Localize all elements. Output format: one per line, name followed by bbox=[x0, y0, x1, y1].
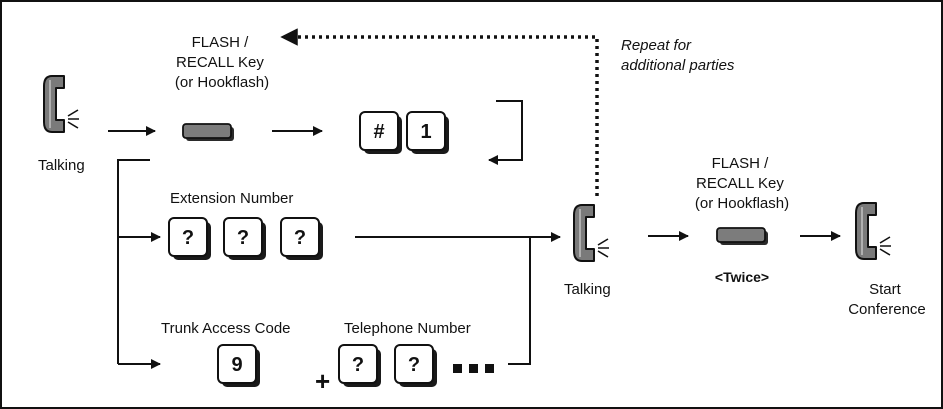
plus-sign: + bbox=[315, 366, 330, 396]
hash-key: # bbox=[359, 111, 403, 155]
telephone-key: ? bbox=[338, 344, 382, 388]
flash-button-icon bbox=[716, 227, 769, 246]
svg-text:?: ? bbox=[182, 227, 194, 249]
repeat-note: Repeat for additional parties bbox=[621, 37, 735, 74]
extension-number-label: Extension Number bbox=[170, 190, 293, 207]
return-arrow-icon bbox=[488, 100, 523, 165]
flash-button-icon bbox=[182, 123, 235, 142]
extension-key: ? bbox=[280, 217, 324, 261]
svg-text:#: # bbox=[373, 121, 384, 143]
extension-key: ? bbox=[168, 217, 212, 261]
svg-text:?: ? bbox=[352, 354, 364, 376]
svg-text:9: 9 bbox=[231, 354, 242, 376]
talking-label-mid: Talking bbox=[564, 281, 611, 298]
svg-text:?: ? bbox=[294, 227, 306, 249]
talking-label-left: Talking bbox=[38, 157, 85, 174]
trunk-access-code-label: Trunk Access Code bbox=[161, 320, 291, 337]
start-conference-label: Start Conference bbox=[848, 281, 926, 318]
telephone-number-label: Telephone Number bbox=[344, 320, 471, 337]
branch-line bbox=[117, 159, 150, 364]
flash-recall-label-right: FLASH / RECALL Key (or Hookflash) bbox=[695, 155, 789, 212]
svg-text:?: ? bbox=[237, 227, 249, 249]
trunk-key: 9 bbox=[217, 344, 261, 388]
telephone-key: ? bbox=[394, 344, 438, 388]
svg-text:1: 1 bbox=[420, 121, 431, 143]
svg-text:?: ? bbox=[408, 354, 420, 376]
extension-key: ? bbox=[223, 217, 267, 261]
ellipsis-squares-icon bbox=[453, 364, 494, 373]
join-line bbox=[508, 237, 531, 365]
twice-label: <Twice> bbox=[715, 269, 769, 285]
flash-recall-label-top: FLASH / RECALL Key (or Hookflash) bbox=[175, 34, 269, 91]
one-key: 1 bbox=[406, 111, 450, 155]
